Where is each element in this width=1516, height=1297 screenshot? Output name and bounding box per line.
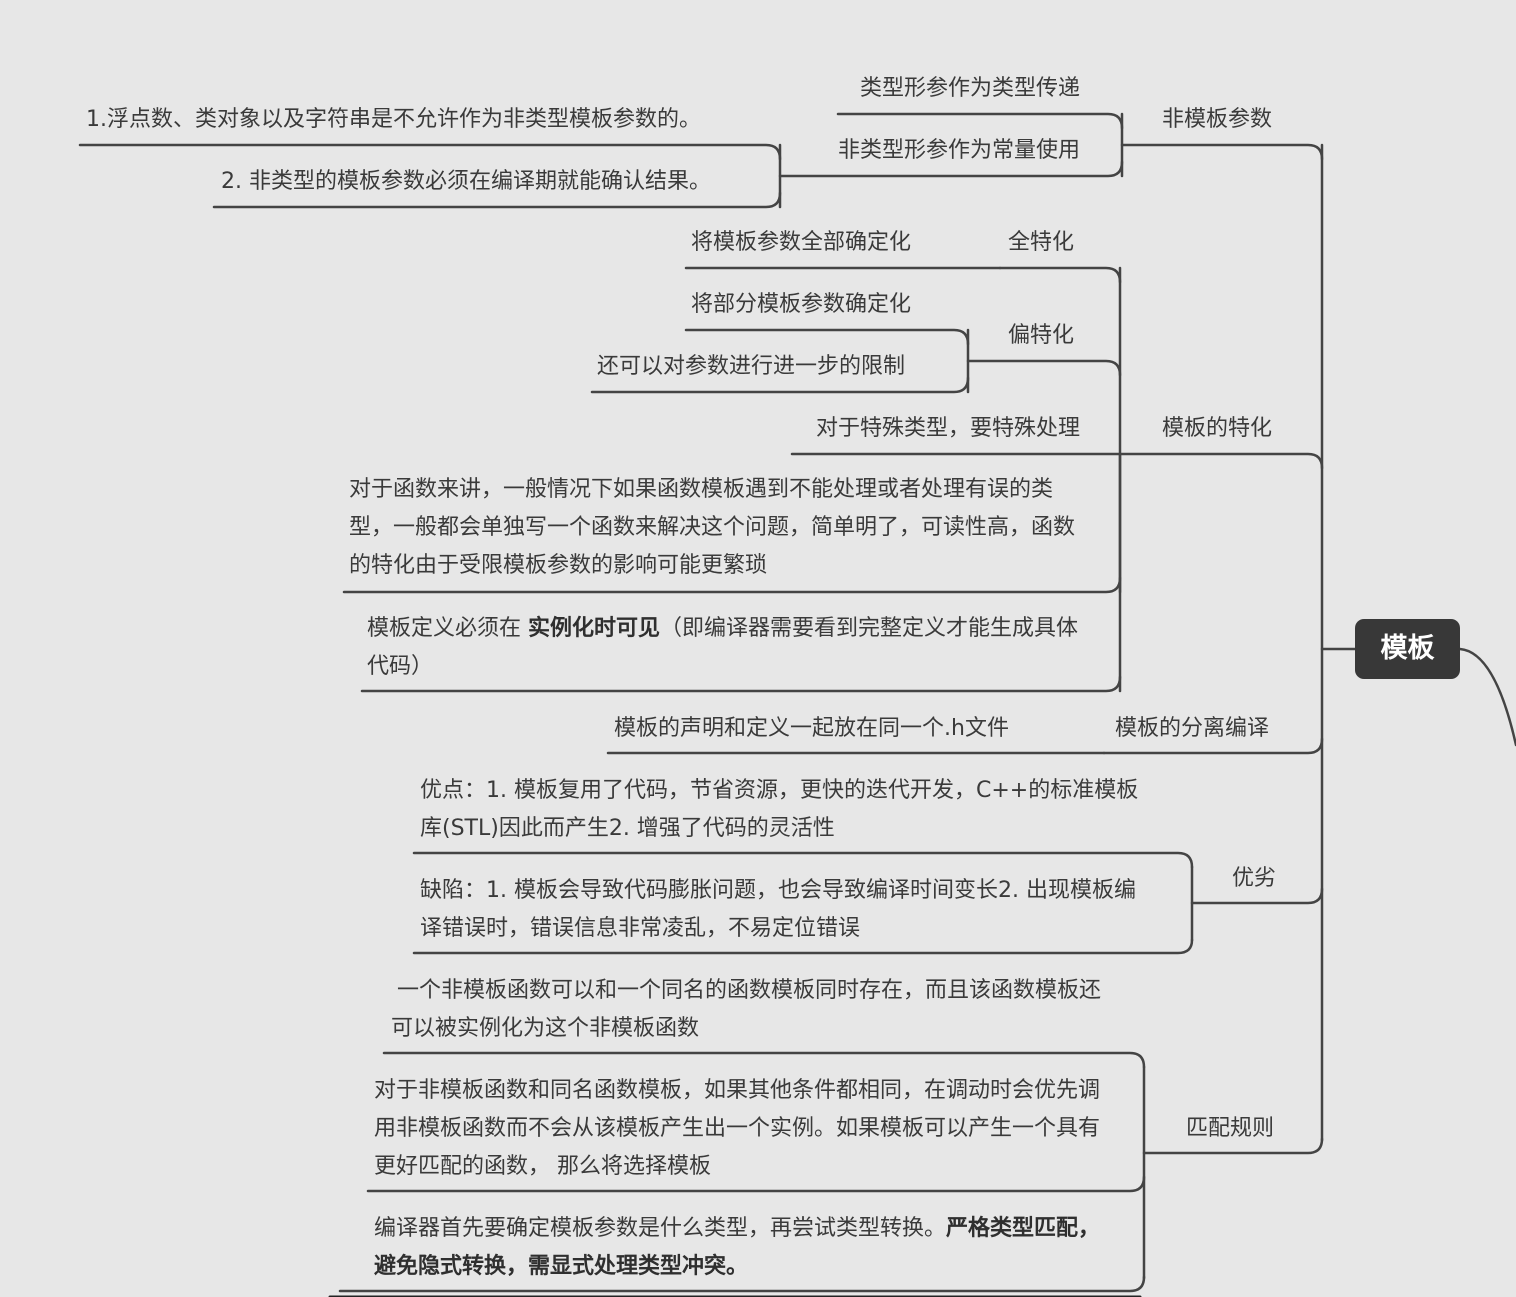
node-match-rule-2[interactable]: 对于非模板函数和同名函数模板，如果其他条件都相同，在调动时会优先调用非模板函数而… — [374, 1078, 1101, 1179]
node-function-specialization[interactable]: 对于函数来讲，一般情况下如果函数模板遇到不能处理或者处理有误的类型，一般都会单独… — [349, 477, 1076, 578]
underline-match-1 — [382, 1051, 1146, 1069]
branch-template-specialization[interactable]: 模板的特化 — [1162, 416, 1273, 441]
underline-nontype-1 — [78, 143, 782, 161]
node-nontype-restriction-2[interactable]: 2. 非类型的模板参数必须在编译期就能确认结果。 — [221, 169, 711, 194]
underline-nontype-2 — [212, 191, 782, 209]
node-partial-spec-desc-2[interactable]: 还可以对参数进行进一步的限制 — [597, 354, 906, 379]
node-cons[interactable]: 缺陷：1. 模板会导致代码膨胀问题，也会导致编译时间变长2. 出现模板编译错误时… — [420, 878, 1136, 941]
node-special-type-handling[interactable]: 对于特殊类型，要特殊处理 — [815, 416, 1080, 441]
branch-matching-rules[interactable]: 匹配规则 — [1186, 1116, 1275, 1141]
branch-non-template-params[interactable]: 非模板参数 — [1162, 107, 1273, 132]
root-node[interactable]: 模板 — [1355, 619, 1460, 679]
node-full-spec-desc[interactable]: 将模板参数全部确定化 — [691, 230, 912, 255]
underline-partial-2 — [590, 376, 970, 394]
branch-pros-cons[interactable]: 优劣 — [1232, 866, 1277, 891]
underline-cons — [412, 938, 1194, 955]
connector-root-right — [1458, 647, 1516, 747]
node-partial-spec-desc-1[interactable]: 将部分模板参数确定化 — [691, 292, 912, 317]
node-nontype-restriction-1[interactable]: 1.浮点数、类对象以及字符串是不允许作为非类型模板参数的。 — [86, 107, 701, 132]
node-match-rule-3-bold: 严格类型匹配，避免隐式转换，需显式处理类型冲突。 — [374, 1216, 1101, 1279]
underline-branch-1 — [1120, 143, 1324, 161]
underline-partial-1 — [684, 328, 970, 346]
node-definition-visible-post: （即编译器需要看到完整定义才能生成具体代码） — [367, 616, 1079, 679]
node-full-specialization[interactable]: 全特化 — [1008, 230, 1075, 255]
node-match-rule-3-pre: 编译器首先要确定模板参数是什么类型，再尝试类型转换。 — [374, 1216, 947, 1241]
node-definition-visible-pre: 模板定义必须在 — [367, 616, 528, 641]
underline-partial-spec — [966, 359, 1122, 377]
underline-branch-4 — [1190, 887, 1324, 905]
node-match-rule-1[interactable]: 一个非模板函数可以和一个同名的函数模板同时存在，而且该函数模板还可以被实例化为这… — [391, 978, 1102, 1041]
node-definition-visible-bold: 实例化时可见 — [528, 616, 661, 641]
node-same-header-file[interactable]: 模板的声明和定义一起放在同一个.h文件 — [614, 716, 1009, 741]
underline-branch-3 — [1102, 737, 1324, 755]
underline-full-spec — [998, 266, 1122, 284]
underline-branch-2 — [1118, 452, 1324, 470]
underline-sep-1 — [360, 675, 1122, 693]
node-type-param-as-type[interactable]: 类型形参作为类型传递 — [859, 76, 1080, 101]
node-definition-visible[interactable]: 模板定义必须在 实例化时可见（即编译器需要看到完整定义才能生成具体代码） — [367, 610, 1081, 686]
underline-nontype-param — [778, 160, 1124, 178]
branch-separate-compilation[interactable]: 模板的分离编译 — [1115, 716, 1270, 741]
underline-branch-5 — [1142, 1137, 1324, 1155]
node-nontype-param-as-const[interactable]: 非类型形参作为常量使用 — [837, 138, 1080, 163]
node-match-rule-3[interactable]: 编译器首先要确定模板参数是什么类型，再尝试类型转换。严格类型匹配，避免隐式转换，… — [374, 1210, 1107, 1286]
underline-match-2 — [366, 1175, 1146, 1193]
underline-match-3 — [338, 1275, 1146, 1293]
node-pros[interactable]: 优点：1. 模板复用了代码，节省资源，更快的迭代开发，C++的标准模板库(STL… — [420, 778, 1139, 841]
node-partial-specialization[interactable]: 偏特化 — [1008, 323, 1075, 348]
underline-type-param — [836, 112, 1124, 130]
underline-pros — [412, 851, 1194, 869]
